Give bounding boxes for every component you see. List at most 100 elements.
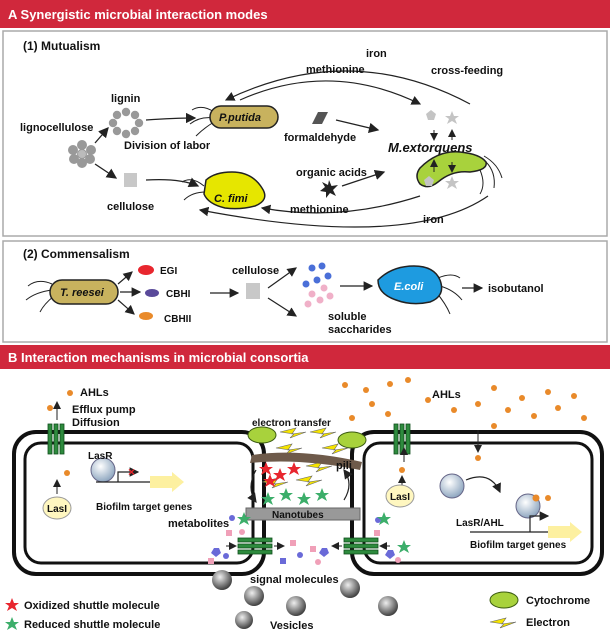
ecoli-label: E.coli [394,281,424,293]
arrow-cbhii [117,299,135,315]
legend-oxidized-icon [5,598,19,611]
treesei-bacterium: T. reesei [25,279,119,313]
formaldehyde-icon [312,112,328,124]
gene-blocked-arrow [117,467,140,482]
gene-arrow-right [548,522,582,542]
lasr-binding-arrow [465,476,501,494]
right-cell-outer [350,430,604,576]
arc-methionine-bottom [260,195,421,215]
ahls-right-label: AHLs [432,389,461,401]
egi-icon [138,265,154,275]
lignocellulose-icon [68,140,96,168]
mutualism-heading: (1) Mutualism [23,39,100,53]
reduced-shuttle-sides [237,512,411,553]
legend-reduced-icon [5,617,19,630]
diffusion-label: Diffusion [72,417,120,429]
legend-electron-label: Electron [526,617,570,629]
saccharides-label: saccharides [328,324,392,336]
arrow-to-lignin [94,127,109,144]
iron-bottom-label: iron [423,214,444,226]
mextorquens-label: M.extorquens [388,140,473,155]
arc-methionine-top [239,80,422,105]
division-of-labor-label: Division of labor [124,140,211,152]
panel-b-header-bar [0,345,610,369]
arc-iron-bottom [198,195,489,228]
cellulose-2-label: cellulose [232,265,279,277]
transport-channel-right [343,537,379,555]
saccharides-icon [302,262,334,308]
gene-active-arrow [529,511,550,532]
commensalism-box [2,240,608,343]
vesicles [212,570,398,629]
electron-transfer-label: electron transfer [252,418,331,429]
arrow-cellulose-to-cfimi [145,177,200,188]
cbhi-icon [145,289,159,297]
mutualism-box [2,30,608,237]
efflux-pump-label: Efflux pump [72,404,136,416]
pputida-bacterium: P.putida [189,105,279,137]
methionine-top-label: methionine [306,64,365,76]
cfimi-bacterium: C. fimi [181,171,266,210]
signal-molecules-label: signal molecules [250,574,339,586]
cellulose-label: cellulose [107,201,154,213]
arrow-formaldehyde [335,119,380,133]
lasi-left-label: LasI [47,504,67,515]
cytochrome-right [337,431,367,449]
lasr-ahl-label: LasR/AHL [456,518,504,529]
ahl-molecules-left [47,390,73,476]
lasi-right-icon [385,484,415,508]
legend-reduced-label: Reduced shuttle molecule [24,619,160,631]
shuttle-arc-right [343,469,353,501]
panel-b-header: B Interaction mechanisms in microbial co… [8,350,309,365]
iron-top-label: iron [366,48,387,60]
cytochrome-left [247,426,277,444]
methionine-bottom-label: methionine [290,204,349,216]
arrow-to-saccharides-up [267,267,297,289]
transport-channel-left [237,537,273,555]
arrow-lignin-to-pputida [145,112,197,124]
bound-ahl [532,494,540,502]
organic-acids-icon [320,180,338,198]
cbhii-label: CBHII [164,314,191,325]
arrow-to-saccharides-down [267,297,298,317]
organic-acids-label: organic acids [296,167,367,179]
cfimi-label: C. fimi [214,193,249,205]
biofilm-right-label: Biofilm target genes [470,540,567,551]
mextorquens-bacterium: M.extorquens [388,140,503,195]
shuttle-arc-left [247,469,257,503]
arc-iron-top [224,70,471,105]
pili-label: pili [336,460,352,472]
metabolites-label: metabolites [168,518,229,530]
panel-a-header: A Synergistic microbial interaction mode… [8,7,268,22]
legend-cytochrome-label: Cytochrome [526,595,590,607]
left-cell-inner [23,441,255,565]
lignin-label: lignin [111,93,141,105]
pputida-label: P.putida [219,112,261,124]
lasr-label: LasR [88,451,113,462]
nanotubes-bar [245,507,361,521]
cross-feeding-shapes [424,110,459,189]
lasi-left-icon [42,496,72,520]
egi-label: EGI [160,266,177,277]
arrow-organic-acids [341,169,386,187]
arrow-to-cellulose [94,163,118,179]
legend-cytochrome-icon [489,591,519,609]
ecoli-bacterium: E.coli [377,265,463,315]
nanotubes-label: Nanotubes [272,510,324,521]
gene-arrow-left [150,472,184,492]
blocked-x-icon: × [128,465,135,479]
soluble-label: soluble [328,311,367,323]
cross-feeding-label: cross-feeding [431,65,503,77]
panel-a-header-bar [0,0,610,28]
efflux-pump-channel-right [393,423,411,455]
metabolites-icons [208,515,401,565]
vesicles-label: Vesicles [270,620,313,632]
cbhii-icon [139,312,153,320]
pili-bar [250,452,362,470]
cellulose-icon [124,173,137,187]
lasi-right-label: LasI [390,492,410,503]
lignin-icon [108,107,144,139]
efflux-pump-channel-left [47,423,65,455]
legend-electron-icon [489,617,517,629]
